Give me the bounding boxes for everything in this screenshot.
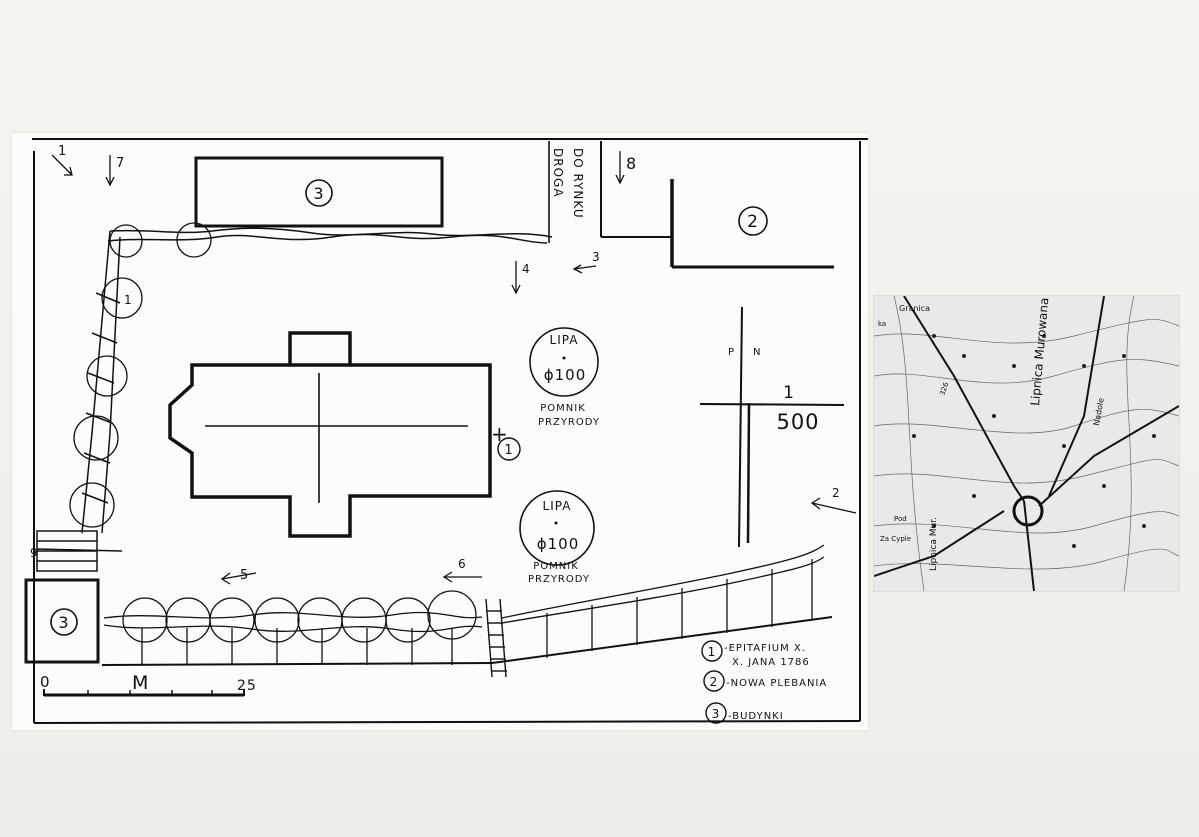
location-map: Lipnica Murowana Granica Lipnica Mur. Na… [873, 295, 1180, 592]
tree-1-size: ɸ100 [544, 366, 587, 384]
stairs-label: 9 [30, 546, 39, 560]
bottom-tree-row [122, 590, 477, 643]
building-2 [600, 141, 834, 269]
epitaph-number: 1 [504, 443, 513, 458]
legend-1-number: 1 [708, 645, 717, 659]
stairs-left [36, 530, 123, 572]
church-outline [168, 331, 492, 538]
tree-2-note-1: POMNIK [533, 561, 579, 572]
map-roads [874, 296, 1179, 591]
map-label-za: Za Cyple [880, 535, 911, 543]
legend-3-text-1: -BUDYNKI [728, 711, 784, 722]
view-arrow-3: 3 [592, 250, 601, 264]
town-center-ring [1012, 495, 1044, 527]
tree-2-name: LIPA [543, 499, 572, 513]
legend-item-2: 2 -NOWA PLEBANIA [703, 670, 827, 692]
map-label-ka: ka [878, 320, 886, 328]
view-arrow-6: 6 [458, 557, 467, 571]
view-arrow-4: 4 [522, 262, 531, 276]
site-plan: 3 DROGA DO RYNKU 2 [12, 133, 868, 730]
view-arrow-8: 8 [626, 154, 637, 173]
tree-lipa-1: LIPA ɸ100 POMNIK PRZYRODY [529, 327, 600, 428]
legend-1-text-1: -EPITAFIUM X. [724, 643, 806, 654]
tree-1-note-2: PRZYRODY [538, 417, 600, 428]
tree-lipa-2: LIPA ɸ100 POMNIK PRZYRODY [519, 490, 595, 585]
location-map-drawing: Lipnica Murowana Granica Lipnica Mur. Na… [874, 296, 1179, 591]
building-3-top: 3 [194, 156, 444, 228]
road-label-line-1: DROGA [551, 148, 565, 198]
building-3-bottom: 3 [24, 578, 100, 664]
tree-2-note-2: PRZYRODY [528, 574, 590, 585]
map-dots [912, 334, 1156, 548]
church-wall [81, 227, 553, 534]
view-arrow-1: 1 [58, 144, 67, 159]
left-tree-row [69, 222, 212, 528]
north-arrow [699, 306, 845, 548]
view-arrow-2: 2 [832, 486, 841, 500]
gate-ladder [485, 598, 507, 678]
road-label: DROGA DO RYNKU [548, 141, 585, 243]
north-label-p: P [728, 347, 735, 358]
scale-ratio-bottom: 500 [776, 410, 819, 434]
road-label-line-2: DO RYNKU [571, 148, 585, 219]
site-plan-drawing: 3 DROGA DO RYNKU 2 [24, 138, 868, 724]
plan-frame [32, 138, 868, 724]
map-label-pod: Pod [894, 515, 907, 523]
scale-bar-start: 0 [40, 673, 51, 691]
epitaph-marker: + 1 [491, 422, 521, 461]
legend-2-number: 2 [710, 675, 719, 689]
legend-1-text-2: X. JANA 1786 [732, 657, 810, 668]
scale-ratio-top: 1 [783, 383, 795, 403]
tree-1-note-1: POMNIK [540, 403, 586, 414]
map-label-town-small: Lipnica Mur. [929, 517, 939, 571]
scale-bar-end: 25 [237, 678, 257, 694]
bottom-wall [101, 544, 833, 666]
view-arrows [51, 151, 857, 585]
legend: 1 -EPITAFIUM X. X. JANA 1786 2 -NOWA PLE… [701, 640, 827, 724]
tree-2-size: ɸ100 [537, 535, 580, 553]
building-2-number: 2 [747, 212, 759, 232]
church-cross-lines [205, 373, 468, 503]
building-3-bottom-number: 3 [58, 613, 69, 632]
legend-item-3: 3 -BUDYNKI [705, 702, 784, 724]
scale-bar [43, 689, 245, 697]
north-label-n: N [753, 347, 761, 358]
legend-2-text-1: -NOWA PLEBANIA [726, 678, 827, 689]
map-contours [874, 296, 1179, 591]
scale-bar-unit: M [132, 672, 149, 694]
map-label-gr: Granica [899, 304, 930, 313]
left-tree-marker: 1 [124, 293, 133, 307]
building-3-number: 3 [313, 184, 324, 203]
view-arrow-7: 7 [116, 156, 125, 171]
legend-3-number: 3 [712, 707, 721, 721]
view-arrow-5: 5 [240, 568, 249, 583]
tree-1-name: LIPA [550, 333, 579, 347]
legend-item-1: 1 -EPITAFIUM X. X. JANA 1786 [701, 640, 810, 668]
